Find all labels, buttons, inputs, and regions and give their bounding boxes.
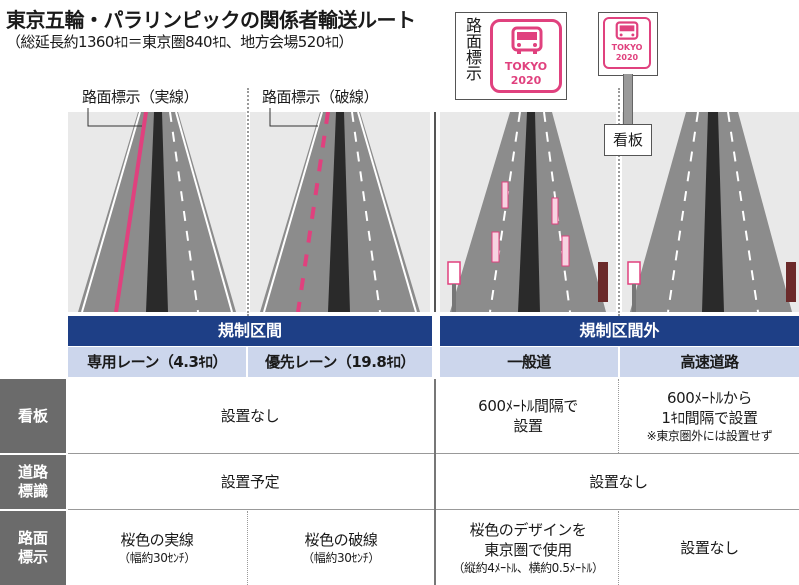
cell-text: 桜色の破線 xyxy=(304,531,378,549)
cell-signboard-general: 600ﾒｰﾄﾙ間隔で 設置 xyxy=(438,379,618,453)
callout-dashed-line: 路面標示（破線） xyxy=(262,88,379,106)
section-separator xyxy=(434,112,436,312)
header-dedicated-lane: 専用レーン（4.3ｷﾛ） xyxy=(68,347,246,377)
cell-note: （縦約4ﾒｰﾄﾙ、横約0.5ﾒｰﾄﾙ） xyxy=(452,561,604,575)
cell-marking-dedicated: 桜色の実線 （幅約30ｾﾝﾁ） xyxy=(68,511,246,585)
cell-text: 600ﾒｰﾄﾙから xyxy=(666,389,753,407)
row-header-marking: 路面 標示 xyxy=(0,511,66,585)
cell-text: 設置なし xyxy=(680,539,739,557)
grid-line xyxy=(68,453,799,454)
cell-text: 設置 xyxy=(513,417,543,435)
callout-solid-line: 路面標示（実線） xyxy=(82,88,199,106)
cell-marking-general: 桜色のデザインを 東京圏で使用 （縦約4ﾒｰﾄﾙ、横約0.5ﾒｰﾄﾙ） xyxy=(438,511,618,585)
row-header-road-sign: 道路 標識 xyxy=(0,455,66,509)
signboard-tokyo-text: TOKYO xyxy=(611,43,643,52)
cell-text: 桜色の実線 xyxy=(120,531,194,549)
header-expressway: 高速道路 xyxy=(620,347,799,377)
road-illustration-general xyxy=(440,112,616,312)
cell-signboard-regulated: 設置なし xyxy=(68,379,432,453)
cell-note: （幅約30ｾﾝﾁ） xyxy=(302,551,380,565)
tokyo-2020-signboard-icon: TOKYO 2020 xyxy=(603,17,651,69)
row-header-signboard: 看板 xyxy=(0,379,66,453)
road-illustration-dedicated xyxy=(68,112,246,312)
row-header-marking-line2: 標示 xyxy=(17,548,48,566)
bus-icon xyxy=(511,26,543,54)
road-marking-sign-callout: 路面標示 TOKYO 2020 xyxy=(455,12,567,100)
header-general-road: 一般道 xyxy=(440,347,618,377)
tokyo-2020-bus-icon: TOKYO 2020 xyxy=(490,19,562,93)
cell-road-sign-regulated: 設置予定 xyxy=(68,455,432,509)
header-priority-lane: 優先レーン（19.8ｷﾛ） xyxy=(248,347,432,377)
signboard-callout: TOKYO 2020 xyxy=(598,12,658,76)
cell-text: 設置予定 xyxy=(220,473,280,491)
cell-text: 設置なし xyxy=(589,473,648,491)
road-marking-label: 路面標示 xyxy=(463,17,482,81)
cell-road-sign-non-regulated: 設置なし xyxy=(438,455,799,509)
panel-separator-2 xyxy=(618,88,620,316)
road-svg-priority xyxy=(260,112,420,312)
grid-line xyxy=(618,379,619,453)
signboard-label: 看板 xyxy=(604,124,652,156)
row-header-road-sign-line2: 標識 xyxy=(17,482,48,500)
panel-separator xyxy=(247,88,249,316)
header-non-regulated: 規制区間外 xyxy=(440,316,799,346)
road-svg-expressway xyxy=(627,112,796,312)
signboard-pole xyxy=(623,74,633,134)
cell-text: 東京圏で使用 xyxy=(484,541,572,559)
road-svg-dedicated xyxy=(78,112,236,312)
page-subtitle: （総延長約1360ｷﾛ＝東京圏840ｷﾛ、地方会場520ｷﾛ） xyxy=(6,33,353,51)
cell-text: 600ﾒｰﾄﾙ間隔で xyxy=(478,397,578,415)
sign-year-text: 2020 xyxy=(510,74,542,87)
road-svg-general xyxy=(447,112,608,312)
grid-line xyxy=(68,509,799,510)
cell-note: （幅約30ｾﾝﾁ） xyxy=(118,551,196,565)
road-illustration-expressway xyxy=(622,112,799,312)
row-header-signboard-text: 看板 xyxy=(17,406,48,425)
grid-line xyxy=(247,511,248,585)
row-header-road-sign-line1: 道路 xyxy=(17,463,48,481)
cell-text: 設置なし xyxy=(220,407,280,425)
bus-icon-small xyxy=(615,21,639,40)
cell-marking-priority: 桜色の破線 （幅約30ｾﾝﾁ） xyxy=(249,511,433,585)
cell-marking-expressway: 設置なし xyxy=(620,511,799,585)
page-title: 東京五輪・パラリンピックの関係者輸送ルート xyxy=(6,8,416,32)
sign-tokyo-text: TOKYO xyxy=(504,60,548,73)
grid-line xyxy=(434,379,436,585)
cell-note: ※東京圏外には設置せず xyxy=(646,429,773,443)
row-header-marking-line1: 路面 xyxy=(17,529,48,547)
signboard-year-text: 2020 xyxy=(615,53,639,62)
cell-text: 1ｷﾛ間隔で設置 xyxy=(661,409,758,427)
grid-line xyxy=(618,511,619,585)
road-illustration-priority xyxy=(250,112,430,312)
cell-text: 桜色のデザインを xyxy=(469,521,587,539)
header-regulated: 規制区間 xyxy=(68,316,432,346)
cell-signboard-expressway: 600ﾒｰﾄﾙから 1ｷﾛ間隔で設置 ※東京圏外には設置せず xyxy=(620,379,799,453)
